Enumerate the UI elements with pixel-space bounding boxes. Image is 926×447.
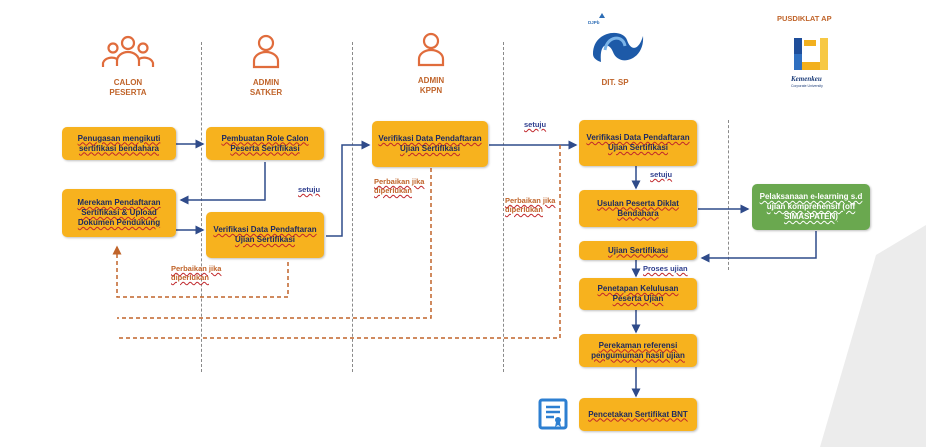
lane-label-admin-satker: ADMIN SATKER: [236, 78, 296, 98]
note-text: setuju: [650, 170, 673, 179]
note-proses-ujian: Proses ujian: [643, 264, 688, 273]
lane-divider-2: [352, 42, 353, 372]
lane-label-line: DIT. SP: [601, 78, 629, 87]
person-icon: [252, 34, 280, 69]
box-penetapan-kelulusan: Penetapan Kelulusan Peserta Ujian: [579, 278, 697, 310]
lane-label-line: PESERTA: [109, 88, 147, 97]
box-text: Ujian Sertifikasi: [607, 245, 669, 255]
arrow-elearning-to-ujian: [700, 231, 817, 263]
arrow-pembuatan-to-merekam: [179, 162, 266, 205]
arrow-satker-to-kppn: [326, 140, 371, 237]
note-perbaikan-satker: Perbaikan jika diperlukan: [171, 264, 231, 282]
lane-label-line: CALON: [113, 78, 143, 87]
note-setuju-kppn: setuju: [524, 120, 546, 129]
box-text: Perekaman referensi pengumuman hasil uji…: [591, 340, 685, 360]
box-text: Pelaksanaan e-learning s.d ujian kompreh…: [759, 192, 863, 221]
box-text: Pencetakan Sertifikat BNT: [588, 409, 688, 419]
box-pencetakan-sertifikat: Pencetakan Sertifikat BNT: [579, 398, 697, 431]
kemenkeu-logo-icon: [794, 38, 828, 70]
note-text: Perbaikan jika diperlukan: [171, 264, 222, 282]
lane-label-calon-peserta: CALON PESERTA: [96, 78, 160, 98]
box-perekaman-referensi: Perekaman referensi pengumuman hasil uji…: [579, 334, 697, 367]
box-ujian-sertifikasi: Ujian Sertifikasi: [579, 241, 697, 260]
kemenkeu-logo-subtitle: Corporate University: [791, 84, 823, 88]
box-verifikasi-satker: Verifikasi Data Pendaftaran Ujian Sertif…: [206, 212, 324, 258]
box-merekam: Merekam Pendaftaran Sertifikasi & Upload…: [62, 189, 176, 237]
box-text: Verifikasi Data Pendaftaran Ujian Sertif…: [213, 225, 317, 244]
lane-label-pusdiklat: PUSDIKLAT AP: [777, 14, 832, 23]
note-text: setuju: [524, 120, 547, 129]
note-perbaikan-ditsp: Perbaikan jika diperlukan: [505, 196, 561, 214]
group-people-icon: [101, 35, 155, 67]
revision-loop-ditsp: [117, 145, 561, 339]
certificate-document-icon: [538, 398, 568, 430]
note-text: Perbaikan jika diperlukan: [374, 177, 425, 195]
note-setuju-satker: setuju: [298, 185, 320, 194]
box-verifikasi-kppn: Verifikasi Data Pendaftaran Ujian Sertif…: [372, 121, 488, 167]
note-setuju-ditsp: setuju: [650, 170, 672, 179]
lane-label-admin-kppn: ADMIN KPPN: [401, 76, 461, 96]
note-perbaikan-kppn: Perbaikan jika diperlukan: [374, 177, 430, 195]
box-text: Merekam Pendaftaran Sertifikasi & Upload…: [77, 198, 161, 227]
revision-loop-satker: [112, 245, 289, 298]
lane-label-line: ADMIN: [252, 78, 280, 87]
note-text: Perbaikan jika diperlukan: [505, 196, 556, 214]
box-text: Verifikasi Data Pendaftaran Ujian Sertif…: [378, 134, 482, 153]
lane-label-line: KPPN: [419, 86, 443, 95]
lane-divider-1: [201, 42, 202, 372]
box-verifikasi-ditsp: Verifikasi Data Pendaftaran Ujian Sertif…: [579, 120, 697, 166]
box-text: Usulan Peserta Diklat Bendahara: [597, 198, 679, 218]
box-pembuatan-role: Pembuatan Role Calon Peserta Sertifikasi: [206, 127, 324, 160]
box-text: Penugasan mengikuti sertifikasi bendahar…: [77, 133, 161, 153]
lane-label-line: ADMIN: [417, 76, 445, 85]
box-pelaksanaan-elearning: Pelaksanaan e-learning s.d ujian kompreh…: [752, 184, 870, 230]
box-usulan-peserta: Usulan Peserta Diklat Bendahara: [579, 190, 697, 227]
box-text: Penetapan Kelulusan Peserta Ujian: [597, 284, 679, 303]
djpb-logo-icon: [593, 13, 644, 62]
box-text: Pembuatan Role Calon Peserta Sertifikasi: [221, 133, 309, 153]
note-text: Proses ujian: [643, 264, 688, 273]
lane-label-line: SATKER: [249, 88, 283, 97]
kemenkeu-logo-name: Kemenkeu: [791, 75, 822, 83]
revision-loop-kppn: [117, 168, 432, 319]
lane-label-dit-sp: DIT. SP: [585, 78, 645, 88]
note-text: setuju: [298, 185, 321, 194]
person-icon: [417, 32, 445, 67]
lane-divider-4: [728, 120, 729, 270]
lane-divider-3: [503, 42, 504, 372]
djpb-logo-caption: DJPb: [588, 20, 600, 25]
box-penugasan: Penugasan mengikuti sertifikasi bendahar…: [62, 127, 176, 160]
box-text: Verifikasi Data Pendaftaran Ujian Sertif…: [586, 133, 690, 152]
